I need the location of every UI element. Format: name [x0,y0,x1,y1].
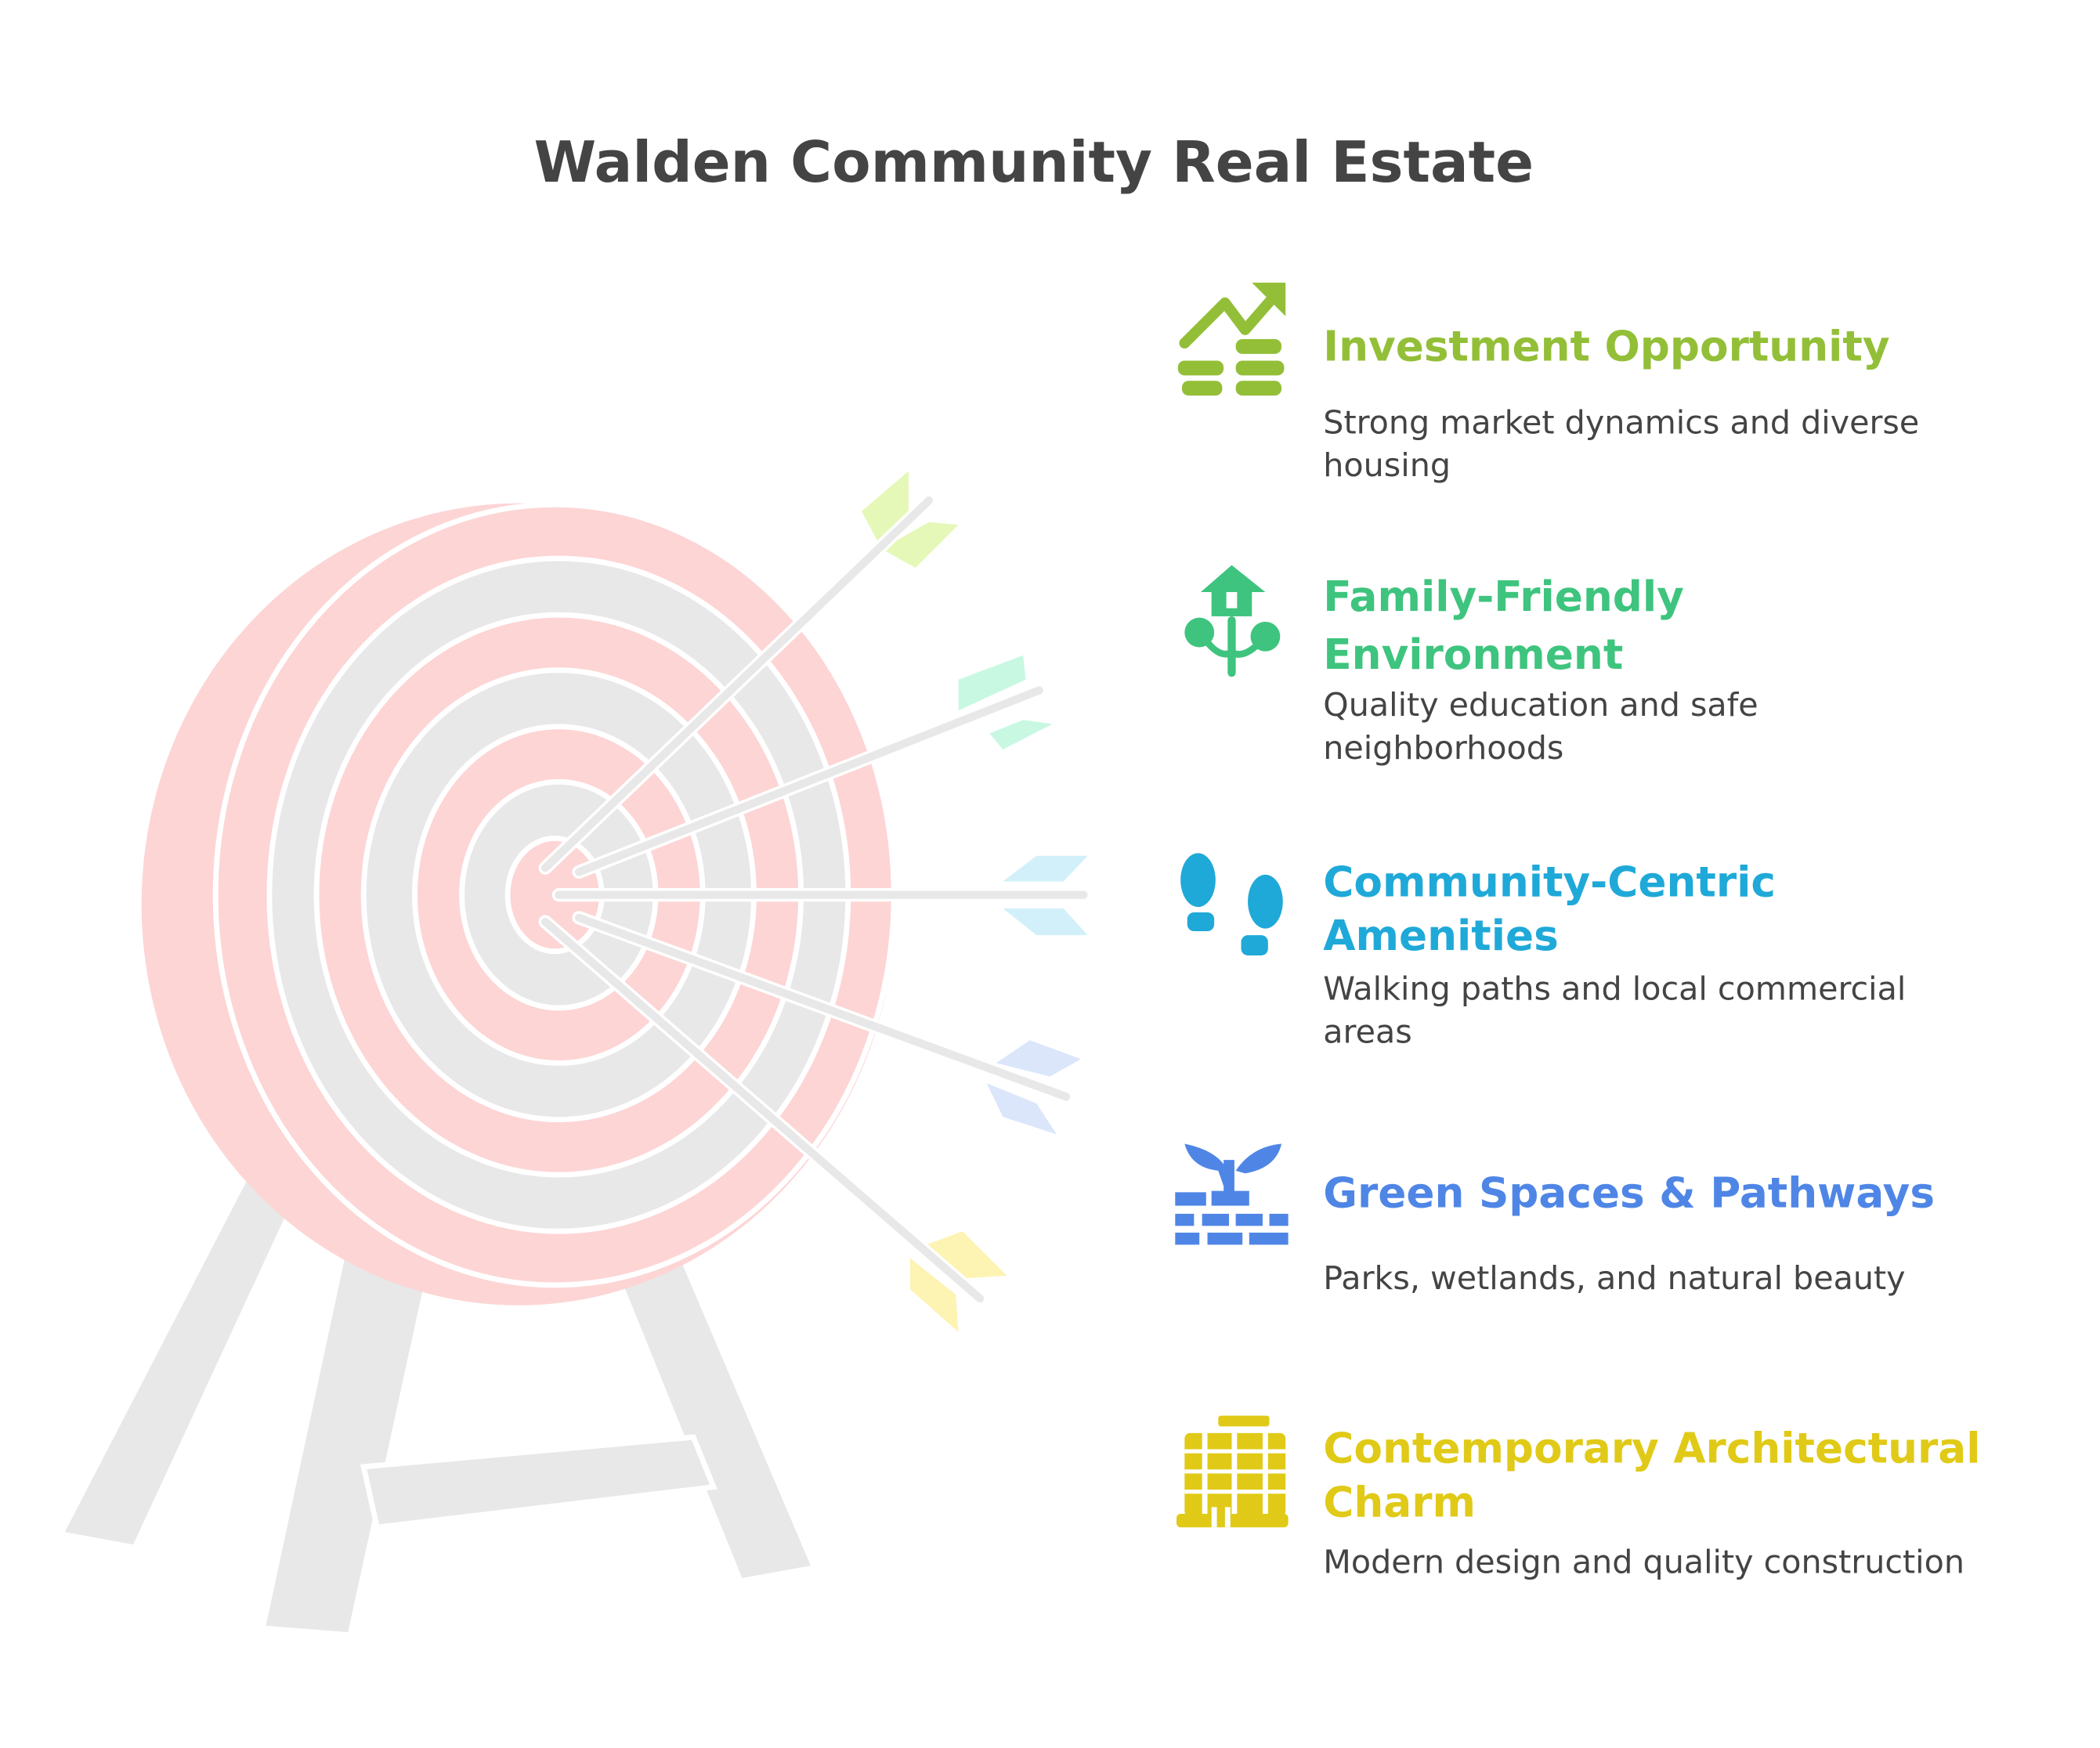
arrows [538,471,1091,1333]
arrow-5 [538,915,1007,1333]
arrow-3 [551,855,1091,936]
arrow-4 [572,911,1082,1135]
page-title: Walden Community Real Estate [534,130,1534,196]
item-description: Parks, wetlands, and natural beauty [1323,1259,1905,1297]
building-icon [1177,1415,1289,1528]
house-tree-icon [1184,565,1281,677]
item-green-spaces: Green Spaces & Pathways Parks, wetlands,… [1175,1143,1935,1297]
arrow-2 [572,655,1053,879]
item-heading: Green Spaces & Pathways [1323,1168,1935,1217]
item-heading: Investment Opportunity [1323,322,1889,370]
trend-chart-icon [1177,282,1286,396]
footprints-icon [1180,853,1283,955]
item-investment: Investment Opportunity Strong market dyn… [1177,282,1919,484]
target-illustration [56,471,1091,1638]
sprout-wall-icon [1175,1143,1289,1245]
arrow-1 [538,471,959,875]
svg-text:Investment Opportunity: Investment Opportunity [1323,322,1889,370]
item-description: Modern design and quality construction [1323,1544,1964,1581]
